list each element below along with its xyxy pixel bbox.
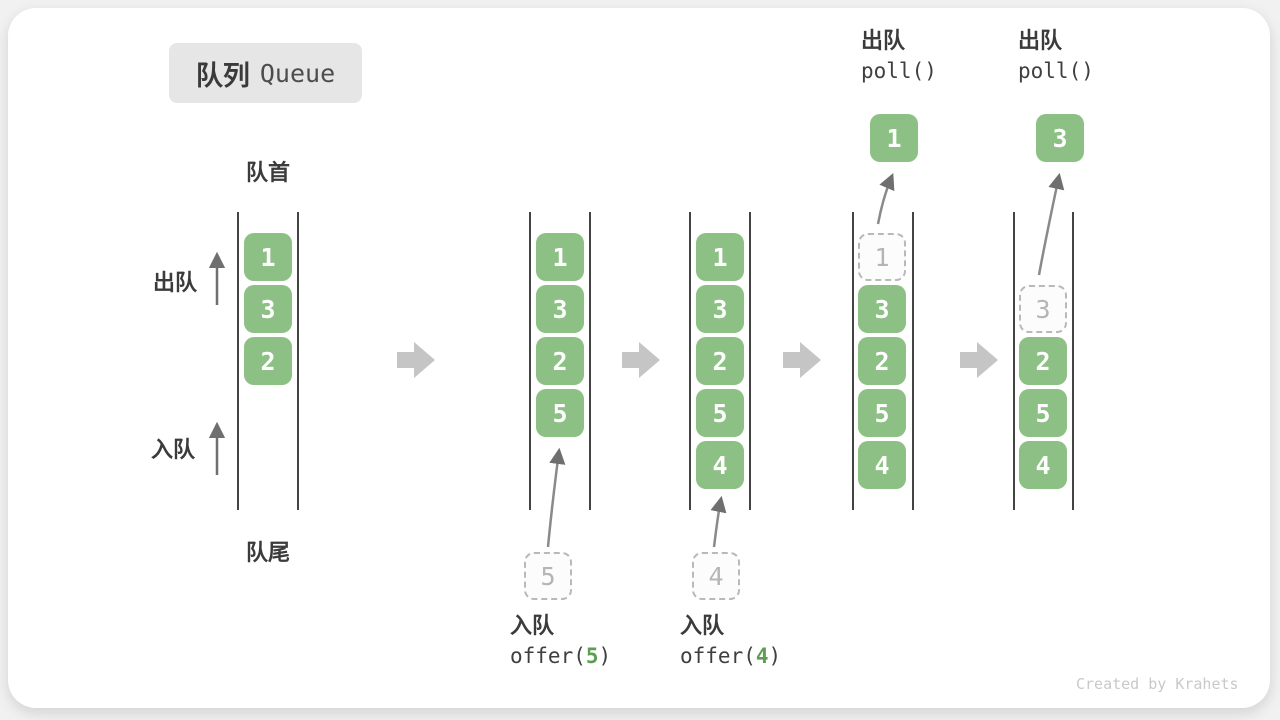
queue-cell: 3	[244, 285, 292, 333]
removed-value-box: 1	[858, 233, 906, 281]
code-arg: 4	[755, 644, 769, 668]
queue-cell: 3	[696, 285, 744, 333]
code-fn: offer(	[510, 644, 586, 668]
title-en: Queue	[259, 58, 336, 88]
queue-cell: 5	[696, 389, 744, 437]
incoming-value-box: 4	[692, 552, 740, 600]
queue-wall	[589, 212, 591, 510]
queue-wall	[297, 212, 299, 510]
code-close: )	[768, 644, 782, 668]
enqueue-op-label: 入队	[680, 613, 725, 638]
enqueue-op-code: offer(4)	[680, 646, 781, 667]
queue-cell: 3	[536, 285, 584, 333]
queue-cell: 5	[1019, 389, 1067, 437]
queue-wall	[237, 212, 239, 510]
rear-label: 队尾	[245, 540, 290, 565]
polled-value-box: 3	[1036, 114, 1084, 162]
enqueue-side-label: 入队	[151, 437, 196, 462]
title-zh: 队列	[195, 60, 250, 91]
queue-cell: 1	[536, 233, 584, 281]
dequeue-op-label: 出队	[1018, 28, 1063, 53]
dequeue-side-label: 出队	[153, 270, 198, 295]
queue-cell: 2	[536, 337, 584, 385]
queue-cell: 4	[696, 441, 744, 489]
enqueue-op-code: offer(5)	[510, 646, 611, 667]
dequeue-op-code: poll()	[1018, 59, 1094, 83]
dequeue-op-poll2: 出队 poll()	[1018, 30, 1094, 82]
queue-cell: 3	[858, 285, 906, 333]
dequeue-op-label: 出队	[861, 28, 906, 53]
code-fn: offer(	[680, 644, 756, 668]
code-arg: 5	[585, 644, 599, 668]
front-label: 队首	[245, 160, 290, 185]
queue-cell: 1	[244, 233, 292, 281]
queue-wall	[529, 212, 531, 510]
queue-wall	[912, 212, 914, 510]
dequeue-op-code: poll()	[861, 59, 937, 83]
dequeue-op-poll1: 出队 poll()	[861, 30, 937, 82]
queue-cell: 5	[536, 389, 584, 437]
queue-cell: 4	[858, 441, 906, 489]
queue-wall	[852, 212, 854, 510]
polled-value-box: 1	[870, 114, 918, 162]
queue-cell: 2	[696, 337, 744, 385]
queue-cell: 4	[1019, 441, 1067, 489]
title-box: 队列 Queue	[169, 43, 362, 103]
queue-wall	[1013, 212, 1015, 510]
removed-value-box: 3	[1019, 285, 1067, 333]
queue-wall	[1072, 212, 1074, 510]
enqueue-op-offer4: 入队 offer(4)	[680, 615, 781, 667]
queue-cell: 2	[1019, 337, 1067, 385]
incoming-value-box: 5	[524, 552, 572, 600]
code-close: )	[598, 644, 612, 668]
queue-cell: 1	[696, 233, 744, 281]
queue-cell: 2	[858, 337, 906, 385]
enqueue-op-offer5: 入队 offer(5)	[510, 615, 611, 667]
queue-wall	[689, 212, 691, 510]
enqueue-op-label: 入队	[510, 613, 555, 638]
queue-cell: 2	[244, 337, 292, 385]
queue-cell: 5	[858, 389, 906, 437]
watermark: Created by Krahets	[1076, 675, 1239, 693]
diagram-card	[8, 8, 1270, 708]
queue-wall	[749, 212, 751, 510]
